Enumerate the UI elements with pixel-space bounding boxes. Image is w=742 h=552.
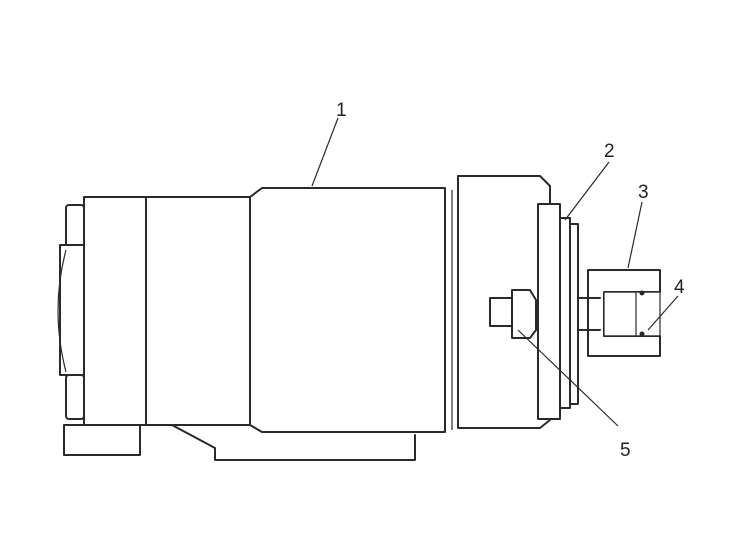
callout-1: 1 (336, 100, 347, 121)
left-end-cap (57, 196, 147, 426)
gasket-part-2 (559, 217, 579, 409)
callout-4: 4 (674, 277, 685, 298)
callout-2: 2 (604, 141, 615, 162)
retaining-ring-part-4 (639, 290, 645, 337)
bolt-part-5 (489, 289, 538, 339)
callout-3: 3 (638, 182, 649, 203)
mounting-foot (63, 424, 416, 461)
callout-5: 5 (620, 440, 631, 461)
coupling-nut-part-3 (587, 269, 661, 357)
callout-labels: 1 2 3 4 5 (336, 100, 685, 461)
leader-lines (311, 117, 679, 427)
main-housing-part-1 (145, 187, 453, 433)
